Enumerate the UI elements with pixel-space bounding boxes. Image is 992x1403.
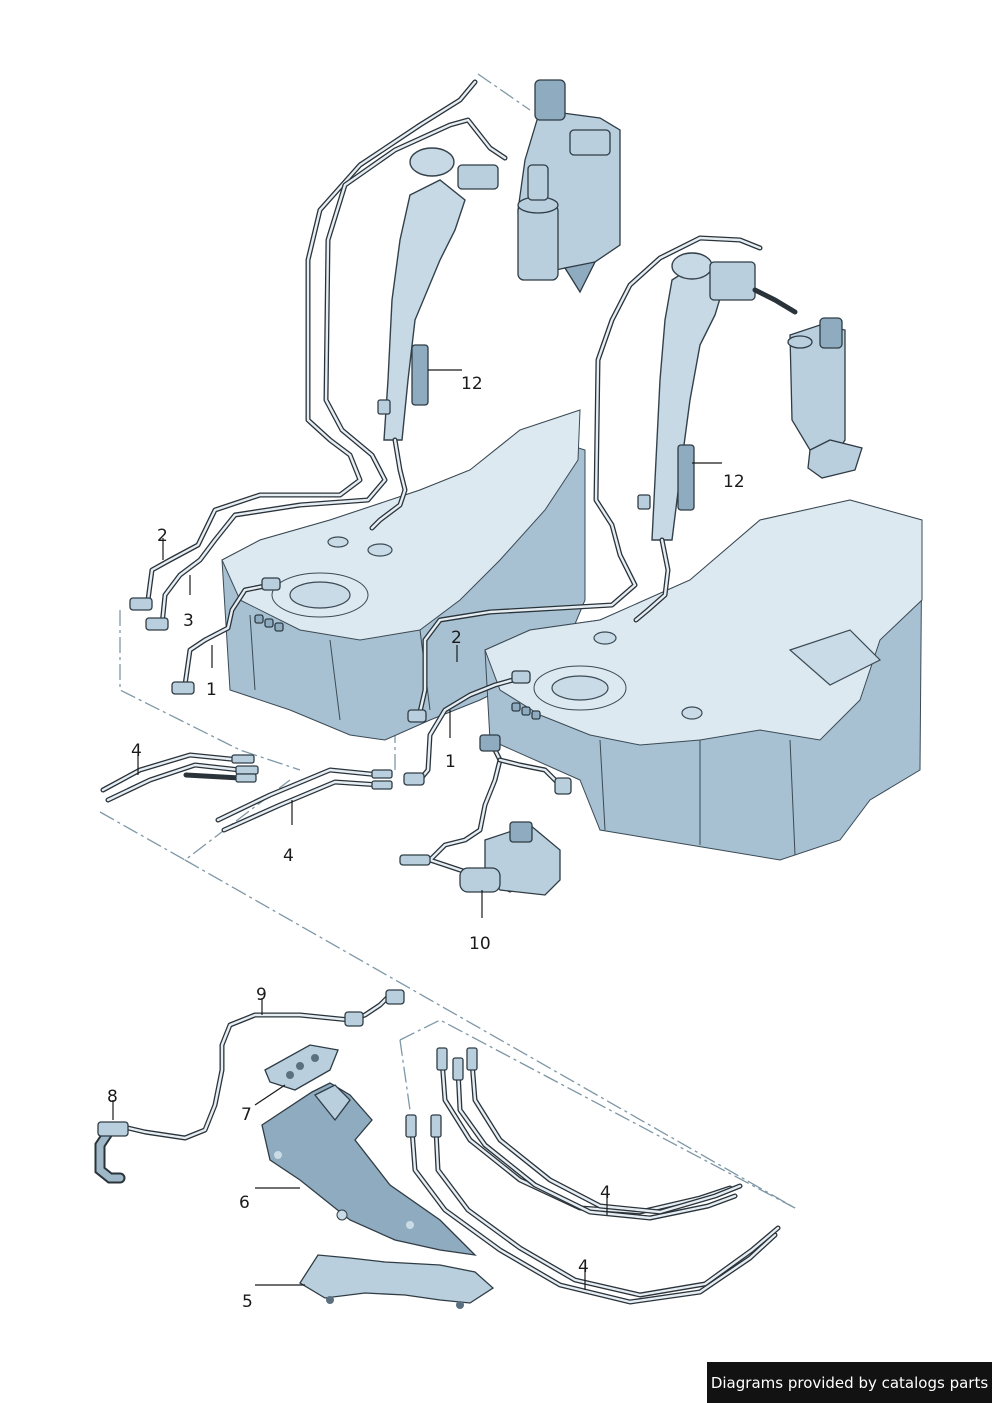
bracket-5 — [299, 1254, 495, 1309]
charcoal-canister-left — [517, 79, 621, 294]
tank-connector-right — [511, 702, 541, 720]
leader-lines — [112, 369, 722, 1290]
callout-10: 10 — [469, 934, 491, 954]
fuel-tank-right — [484, 499, 923, 861]
callout-1-left: 1 — [206, 680, 217, 700]
tank-connector-left — [254, 614, 284, 632]
callout-12-left: 12 — [461, 374, 483, 394]
callout-6: 6 — [239, 1193, 250, 1213]
filler-neck-right — [633, 252, 756, 623]
callouts: 2 3 1 4 4 2 1 10 12 12 9 8 7 6 5 4 4 — [107, 374, 745, 1312]
bracket-6 — [261, 1082, 477, 1256]
fuel-pump-harness — [399, 734, 572, 896]
callout-2-right: 2 — [451, 628, 462, 648]
callout-1-right: 1 — [445, 752, 456, 772]
attribution-banner: Diagrams provided by catalogs parts — [707, 1362, 992, 1403]
callout-2-left: 2 — [157, 526, 168, 546]
heat-shield-7 — [264, 1044, 339, 1091]
callout-8: 8 — [107, 1087, 118, 1107]
filler-neck-left — [369, 147, 499, 531]
fuel-lines-upper-left — [100, 752, 259, 803]
fuel-lines-lower — [405, 1047, 781, 1305]
charcoal-canister-right — [787, 317, 863, 479]
callout-12-right: 12 — [723, 472, 745, 492]
callout-9: 9 — [256, 985, 267, 1005]
attribution-text: Diagrams provided by catalogs parts — [710, 1373, 989, 1392]
fuel-lines-upper-right — [215, 767, 393, 833]
callout-4-upper-left: 4 — [131, 741, 142, 761]
callout-4-lower-lower: 4 — [578, 1257, 589, 1277]
callout-4-lower-upper: 4 — [600, 1183, 611, 1203]
callout-3: 3 — [183, 611, 194, 631]
vent-lines-left — [129, 79, 508, 695]
callout-5: 5 — [242, 1292, 253, 1312]
callout-7: 7 — [241, 1105, 252, 1125]
vent-lines-right — [403, 235, 798, 786]
hose-8 — [94, 1121, 129, 1184]
return-line-9 — [125, 989, 405, 1141]
callout-4-upper-right: 4 — [283, 846, 294, 866]
